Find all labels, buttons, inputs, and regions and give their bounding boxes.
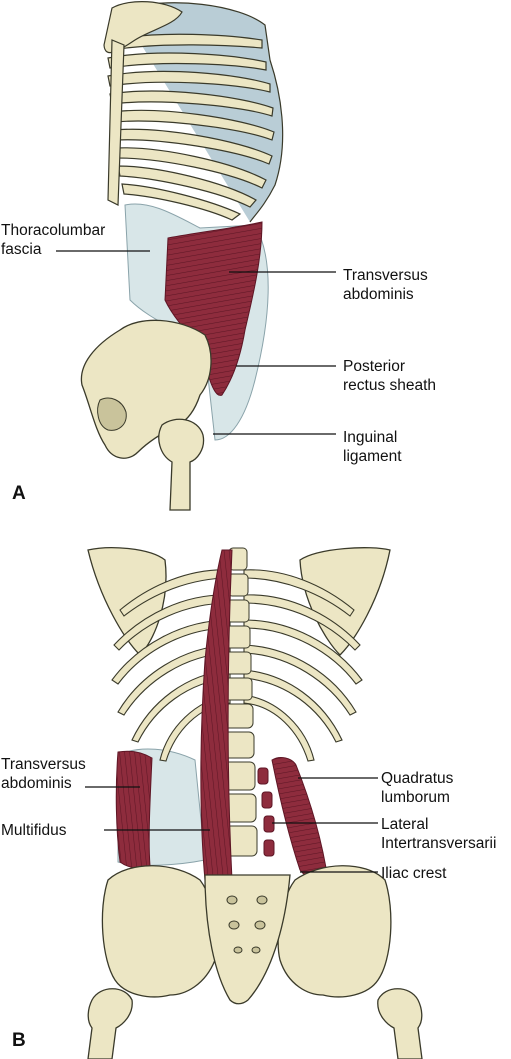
panel-letter-b: B [12,1030,26,1051]
label-posterior-rectus-sheath: Posterior rectus sheath [343,358,437,394]
label-transversus-abdominis-b: Transversus abdominis [1,756,86,792]
label-multifidus: Multifidus [1,822,67,839]
label-transversus-abdominis-a: Transversus abdominis [343,267,428,303]
transversus-b-muscle-shape [115,750,153,869]
pelvis-posterior-right [277,865,392,998]
pelvis-posterior [101,865,218,998]
left-femur [87,988,133,1059]
label-iliac-crest: Iliac crest [381,865,447,882]
sacrum [204,874,291,1005]
label-thoracolumbar-fascia: Thoracolumbar fascia [1,222,106,258]
label-lateral-intertransversarii: Lateral Intertransversarii [381,816,497,852]
label-inguinal-ligament: Inguinal ligament [343,429,402,465]
panel-letter-a: A [12,483,26,504]
label-quadratus-lumborum: Quadratus lumborum [381,770,454,806]
panel-a-illustration [80,1,284,511]
panel-b-illustration [87,547,423,1059]
right-femur [377,988,423,1059]
rib-cage-lateral [103,1,284,223]
intertransversarii-muscles [257,767,275,857]
femur-lateral [158,418,205,511]
quadratus-muscle-shape [271,757,329,883]
